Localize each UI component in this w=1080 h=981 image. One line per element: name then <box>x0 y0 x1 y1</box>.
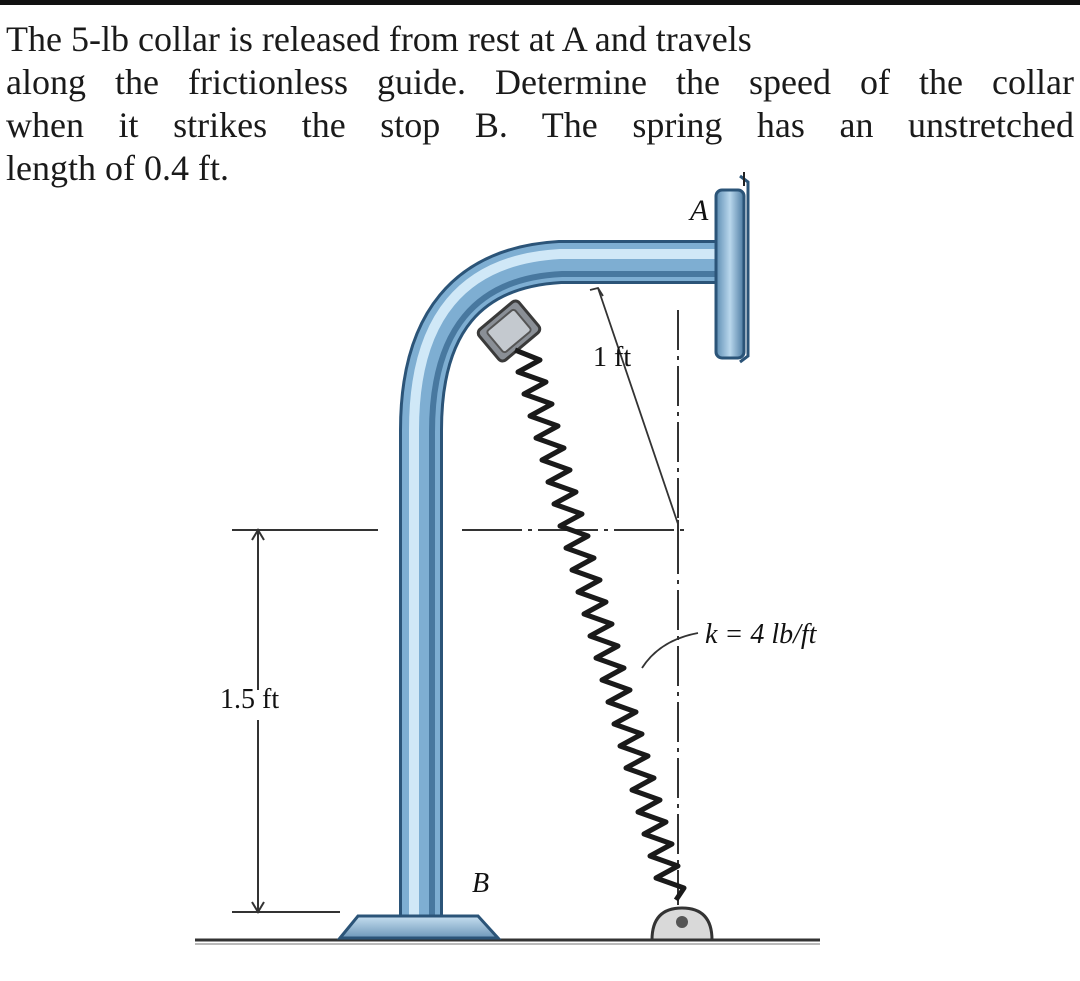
problem-line-2: along the frictionless guide. Determine … <box>6 62 1074 102</box>
wall-support-plate <box>714 172 750 364</box>
top-border <box>0 0 1080 5</box>
problem-line-4: length of 0.4 ft. <box>6 148 229 188</box>
radius-dimension <box>589 286 679 525</box>
problem-line-3: when it strikes the stop B. The spring h… <box>6 105 1074 145</box>
label-B: B <box>472 868 489 899</box>
arc-center-reference <box>232 520 690 540</box>
spring-leader-line <box>641 632 699 669</box>
spring <box>514 347 687 902</box>
guide-rod <box>399 240 722 918</box>
problem-statement: The 5-lb collar is released from rest at… <box>6 18 1074 190</box>
label-A: A <box>688 194 709 227</box>
spring-anchor <box>650 906 714 942</box>
height-dimension <box>232 528 340 914</box>
label-height: 1.5 ft <box>220 684 279 715</box>
base-stop-B <box>336 914 502 940</box>
label-radius: 1 ft <box>593 342 631 373</box>
problem-line-1: The 5-lb collar is released from rest at… <box>6 19 752 59</box>
label-spring-stiffness: k = 4 lb/ft <box>705 619 818 650</box>
collar <box>476 299 542 363</box>
